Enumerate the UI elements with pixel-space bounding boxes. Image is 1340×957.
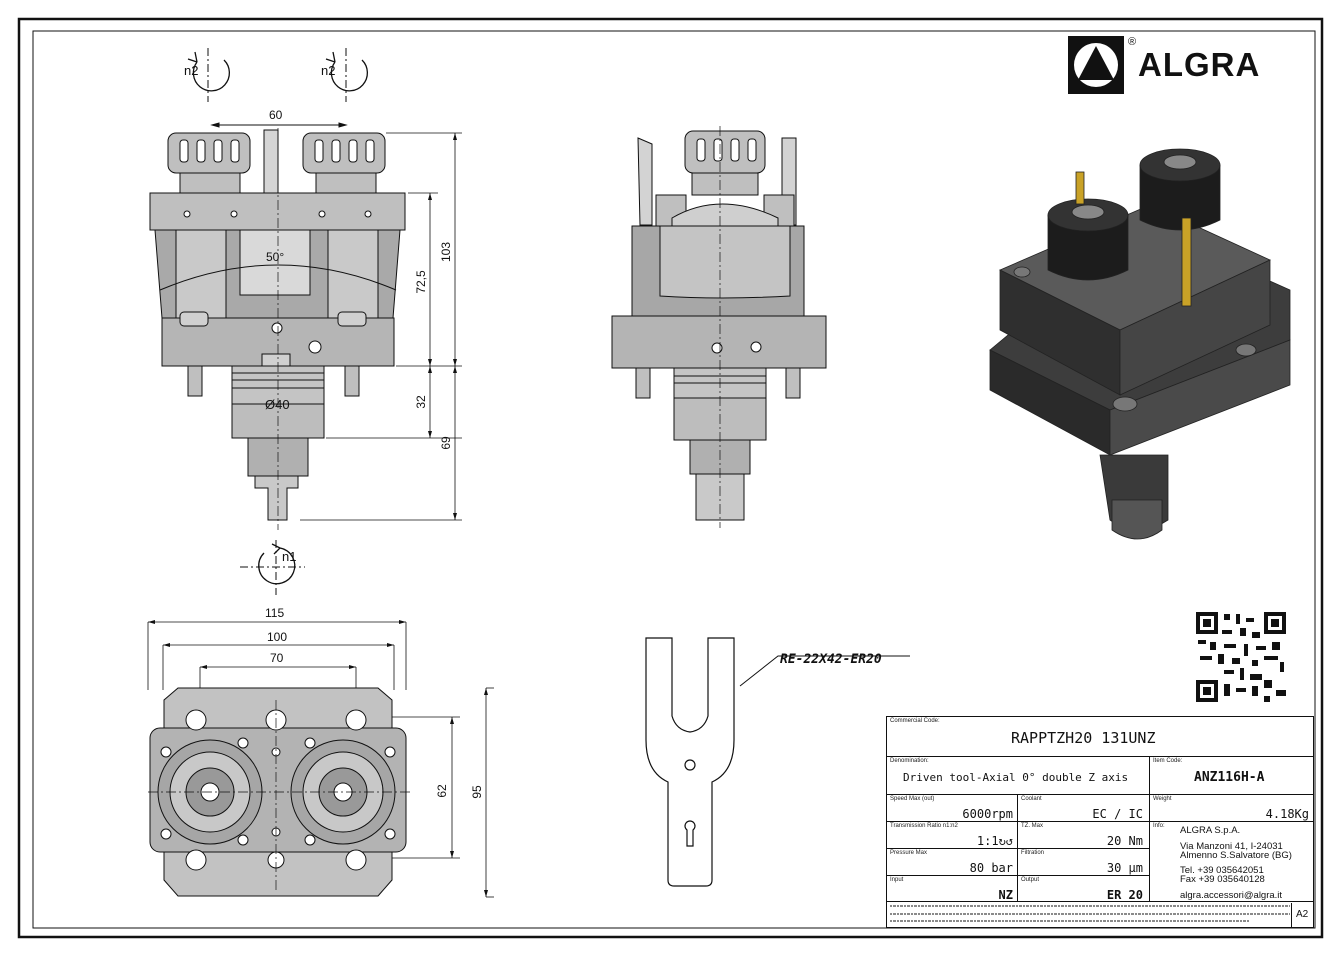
n2-left-label: n2	[184, 63, 198, 78]
torque-cell: TZ. Max 20 Nm	[1018, 822, 1150, 849]
brand-name: ALGRA	[1138, 46, 1261, 83]
coolant-value: EC / IC	[1092, 807, 1143, 821]
dim-103: 103	[439, 242, 453, 262]
output-cell: Output ER 20	[1018, 876, 1150, 902]
dim-angle: 50°	[266, 250, 284, 264]
pressure-cell: Pressure Max 80 bar	[887, 849, 1018, 876]
pressure-value: 80 bar	[969, 861, 1013, 875]
dim-62: 62	[435, 784, 449, 798]
qr-code	[1196, 612, 1286, 702]
speed-label: Speed Max (out)	[890, 796, 935, 802]
denomination-value: Driven tool-Axial 0° double Z axis	[903, 771, 1129, 784]
n1-label: n1	[282, 549, 296, 564]
front-view: n2 n2 60 50°	[149, 48, 462, 595]
dim-100: 100	[267, 630, 287, 644]
address-line-1: Via Manzoni 41, I-24031	[1180, 841, 1283, 852]
rotation-symbol-n1	[240, 540, 305, 595]
item-code-cell: Item Code: ANZ116H-A	[1150, 757, 1313, 795]
info-cell: Info: ALGRA S.p.A. Via Manzoni 41, I-240…	[1150, 822, 1313, 902]
rotation-symbol-n2-right	[325, 48, 369, 102]
inner-frame	[32, 30, 1316, 929]
output-label: Output	[1021, 877, 1040, 883]
address-line-2: Almenno S.Salvatore (BG)	[1180, 850, 1292, 861]
ratio-cell: Transmission Ratio n1:n2 1:1↻↺	[887, 822, 1018, 849]
weight-cell: Weight 4.18Kg	[1150, 795, 1313, 822]
registered-mark: ®	[1128, 36, 1137, 48]
dim-72-5: 72,5	[414, 270, 428, 294]
dim-32: 32	[414, 395, 428, 409]
ratio-label: Transmission Ratio n1:n2	[890, 823, 958, 829]
dim-60: 60	[269, 108, 283, 122]
commercial-code-value: RAPPTZH20 131UNZ	[1011, 729, 1156, 747]
title-block: Commercial Code: RAPPTZH20 131UNZ Denomi…	[886, 716, 1314, 928]
dim-115: 115	[265, 606, 284, 620]
weight-label: Weight	[1153, 796, 1172, 802]
denomination-cell: Denomination: Driven tool-Axial 0° doubl…	[887, 757, 1150, 795]
rotation-symbol-n2-left	[187, 48, 231, 102]
weight-value: 4.18Kg	[1265, 807, 1309, 821]
info-label: Info:	[1153, 823, 1165, 829]
input-label: Input	[890, 877, 904, 883]
speed-value: 6000rpm	[962, 807, 1013, 821]
torque-label: TZ. Max	[1021, 823, 1043, 829]
company-name: ALGRA S.p.A.	[1180, 825, 1241, 836]
denomination-label: Denomination:	[890, 758, 929, 764]
coolant-label: Coolant	[1021, 796, 1042, 802]
outer-frame	[17, 17, 1324, 939]
sheet-size-value: A2	[1296, 909, 1309, 920]
filtration-value: 30 µm	[1106, 861, 1143, 875]
filtration-cell: Filtration 30 µm	[1018, 849, 1150, 876]
wrench-label: RE-22X42-ER20	[780, 652, 882, 667]
item-code-label: Item Code:	[1153, 758, 1183, 764]
output-value: ER 20	[1106, 888, 1143, 902]
pressure-label: Pressure Max	[890, 850, 928, 856]
commercial-code-label: Commercial Code:	[890, 718, 940, 724]
logo-mark	[1068, 36, 1124, 94]
telephone: Tel. +39 035642051	[1180, 865, 1264, 876]
side-view	[611, 126, 827, 528]
commercial-code-cell: Commercial Code: RAPPTZH20 131UNZ	[887, 717, 1313, 757]
bottom-view: 115 100 70 62 95	[147, 606, 494, 898]
wrench-drawing	[645, 637, 910, 887]
algra-logo: ® ALGRA	[1068, 36, 1314, 96]
dim-70: 70	[270, 651, 284, 665]
torque-value: 20 Nm	[1106, 834, 1143, 848]
email: algra.accessori@algra.it	[1180, 890, 1283, 901]
input-value: NZ	[998, 888, 1013, 902]
dim-diameter: Ø40	[265, 397, 290, 412]
dim-95: 95	[470, 785, 484, 799]
fax: Fax +39 035640128	[1180, 874, 1265, 885]
dim-69: 69	[439, 436, 453, 450]
info-bottom-rule	[1150, 901, 1313, 902]
speed-cell: Speed Max (out) 6000rpm	[887, 795, 1018, 822]
item-code-value: ANZ116H-A	[1194, 770, 1265, 785]
coolant-cell: Coolant EC / IC	[1018, 795, 1150, 822]
3d-render-image	[989, 148, 1291, 540]
ratio-value: 1:1↻↺	[976, 834, 1013, 848]
input-cell: Input NZ	[887, 876, 1018, 902]
filtration-label: Filtration	[1021, 850, 1045, 856]
sheet-size-cell: A2	[1291, 903, 1313, 927]
n2-right-label: n2	[321, 63, 335, 78]
legal-text-strip	[890, 905, 1290, 922]
